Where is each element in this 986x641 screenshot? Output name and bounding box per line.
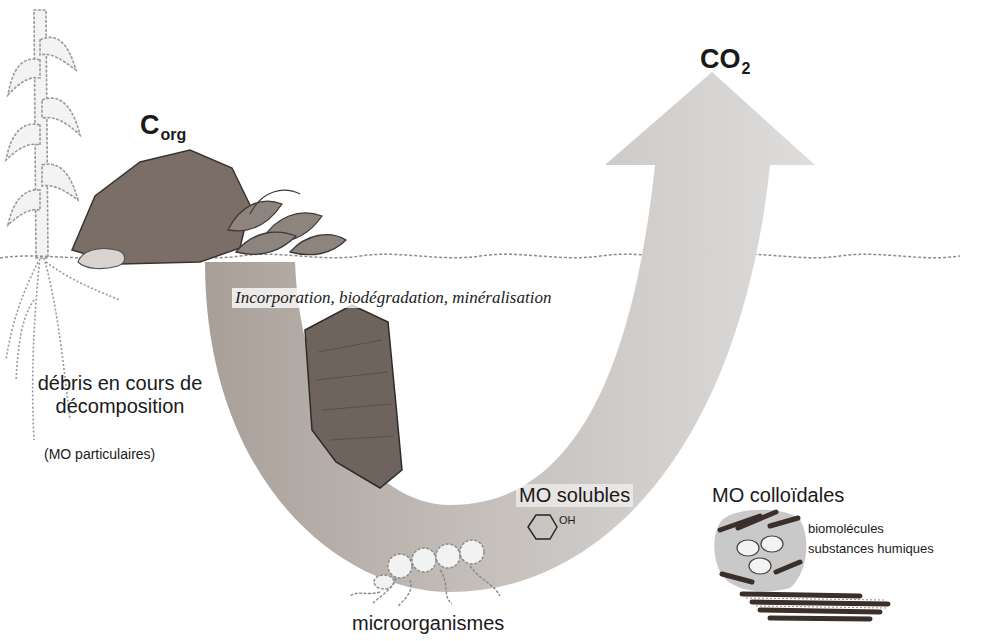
soluble-label: MO solubles xyxy=(516,484,633,507)
cycle-arrow xyxy=(205,72,815,592)
humic-layers xyxy=(742,594,888,619)
colloid-cloud xyxy=(714,510,806,592)
organic-lump xyxy=(72,150,250,264)
colloid-particles xyxy=(737,536,783,574)
process-label: Incorporation, biodégradation, minéralis… xyxy=(232,288,554,308)
debris-label: débris en cours de décomposition xyxy=(22,372,218,418)
debris-texture xyxy=(316,340,394,440)
biomolecule-label: biomolécules xyxy=(808,522,884,537)
small-animal xyxy=(78,249,125,269)
colloid-label: MO colloïdales xyxy=(712,484,844,507)
debris-sublabel: (MO particulaires) xyxy=(44,446,155,462)
biomolecule-sticks xyxy=(720,512,800,582)
plant xyxy=(6,10,80,258)
subscript: 2 xyxy=(742,60,751,78)
microorganism-label: microorganismes xyxy=(352,612,504,635)
hydroxyl-label: OH xyxy=(559,514,576,527)
carbon-symbol: C xyxy=(140,110,160,141)
humic-label: substances humiques xyxy=(808,542,934,557)
leaf-litter xyxy=(228,190,346,254)
subscript: org xyxy=(161,126,187,144)
decomposing-debris xyxy=(305,305,402,488)
co2-symbol: CO xyxy=(700,44,741,75)
microorganisms xyxy=(350,540,500,606)
benzene-ring xyxy=(528,515,557,539)
